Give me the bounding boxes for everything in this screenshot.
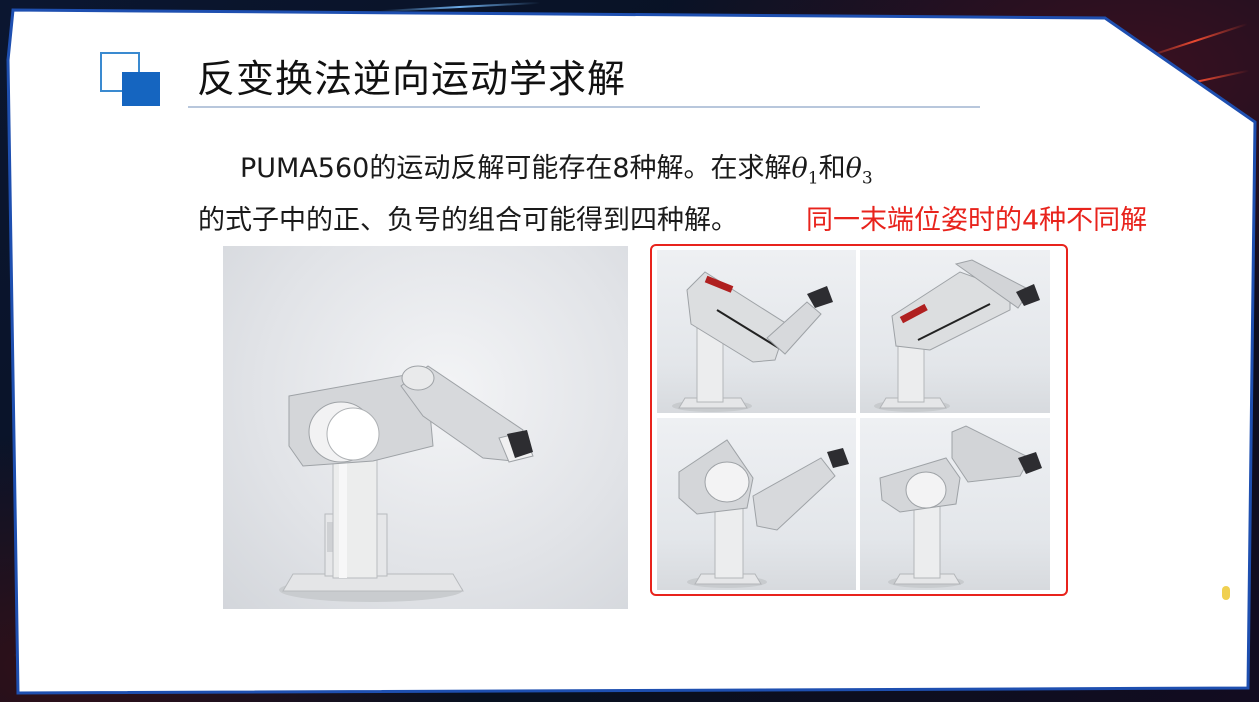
robot-arm-icon (279, 365, 534, 602)
robot-pose-3-icon (678, 439, 849, 588)
solution-3-image (657, 418, 856, 590)
theta1-symbol: θ1 (791, 153, 819, 189)
line1-text: PUMA560的运动反解可能存在8种解。在求解 (240, 153, 792, 184)
slide-title: 反变换法逆向运动学求解 (197, 57, 627, 101)
and-text: 和 (818, 153, 846, 184)
robot-pose-4-icon (879, 425, 1042, 588)
paragraph-line-2: 的式子中的正、负号的组合可能得到四种解。 (198, 205, 738, 236)
solution-2-image (860, 250, 1050, 413)
robot-pose-1-icon (672, 271, 833, 412)
paragraph-line-1: PUMA560的运动反解可能存在8种解。在求解θ1和θ3 (240, 146, 873, 188)
four-solutions-highlight-box (650, 244, 1068, 596)
puma560-main-image (223, 246, 628, 609)
solution-1-image (657, 250, 856, 413)
decor-dot (1222, 586, 1230, 600)
theta3-symbol: θ3 (845, 153, 873, 189)
four-solutions-note: 同一末端位姿时的4种不同解 (806, 205, 1148, 236)
solution-4-image (860, 418, 1050, 590)
title-divider (188, 106, 980, 108)
robot-pose-2-icon (874, 259, 1040, 412)
